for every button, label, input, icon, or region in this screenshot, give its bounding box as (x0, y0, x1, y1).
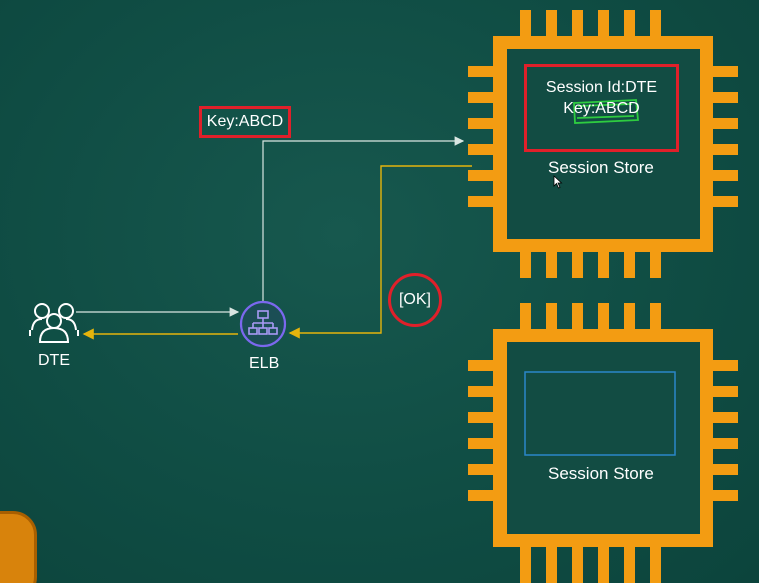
chip-icon (468, 303, 738, 583)
ok-label: [OK] (398, 291, 431, 308)
key-label: Key:ABCD (199, 106, 291, 138)
session-store-label-bottom: Session Store (548, 464, 654, 483)
elb-label: ELB (249, 355, 280, 372)
cursor-icon (553, 175, 563, 189)
placeholder-box (524, 371, 676, 456)
highlight-scribble (573, 99, 639, 124)
session-store-label-top: Session Store (548, 158, 654, 177)
ok-response-badge: [OK] (388, 273, 442, 327)
session-key-line: Key:ABCD (563, 100, 640, 117)
response-arrow (288, 165, 472, 339)
request-arrow (262, 136, 465, 303)
users-label: DTE (38, 352, 70, 369)
key-label-text: Key:ABCD (206, 113, 284, 130)
users-icon (29, 303, 79, 343)
load-balancer-icon (239, 300, 287, 348)
session-id-line: Session Id:DTE (545, 79, 658, 96)
orange-shape (0, 511, 37, 583)
session-entry-box: Session Id:DTE Key:ABCD (524, 64, 679, 152)
